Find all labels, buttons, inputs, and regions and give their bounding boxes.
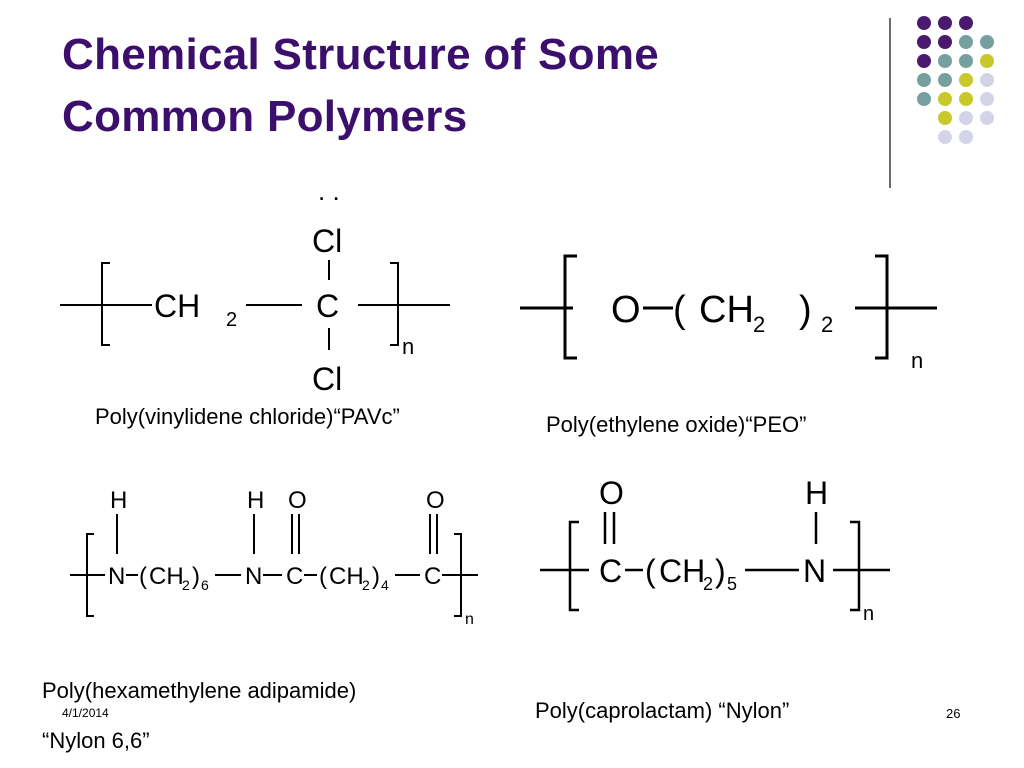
caption-nylon: Poly(caprolactam) “Nylon”	[535, 698, 790, 723]
decorative-dot	[959, 73, 973, 87]
subscript-5: 5	[727, 574, 737, 594]
decorative-dot	[959, 130, 973, 144]
nitrogen-label-2: N	[245, 563, 262, 590]
chlorine-top-label: Cl	[312, 223, 342, 259]
repeat-n-label: n	[402, 334, 414, 359]
decorative-dot	[917, 16, 931, 30]
subscript-6: 6	[201, 577, 209, 593]
carbon-label-2: C	[424, 563, 441, 590]
close-paren: )	[715, 553, 726, 589]
decorative-dot	[980, 111, 994, 125]
outer-subscript: 2	[821, 312, 833, 337]
caption-nylon-6-6-line-1: Poly(hexamethylene adipamide)	[42, 678, 357, 703]
decorative-dot	[917, 54, 931, 68]
structure-nylon: O H C ( CH 2 ) 5 N n	[540, 475, 890, 625]
decorative-dot	[938, 16, 952, 30]
bracket-left	[101, 262, 110, 346]
decorative-dot-grid	[917, 16, 994, 144]
open-paren-2: (	[319, 563, 327, 590]
decorative-dot	[938, 111, 952, 125]
bracket-left	[563, 254, 577, 360]
decorative-dot	[938, 130, 952, 144]
structure-peo: O ( CH 2 ) 2 n	[520, 254, 937, 373]
nitrogen-label: N	[803, 553, 826, 589]
nitrogen-label-1: N	[108, 563, 125, 590]
bracket-right	[390, 262, 399, 346]
decorative-dot	[959, 111, 973, 125]
decorative-dot	[980, 73, 994, 87]
bracket-left	[568, 520, 579, 612]
carbon-label: C	[316, 288, 339, 324]
ch2-label: CH	[699, 289, 754, 331]
decorative-divider	[889, 18, 891, 188]
slide-title: Chemical Structure of Some Common Polyme…	[62, 24, 842, 148]
hydrogen-label-1: H	[110, 487, 127, 514]
slide-number: 26	[946, 706, 961, 721]
ch2-subscript: 2	[226, 309, 237, 331]
repeat-n-label: n	[465, 611, 474, 628]
oxygen-label: O	[599, 475, 624, 511]
caption-peo: Poly(ethylene oxide)“PEO”	[546, 412, 807, 437]
open-paren: (	[673, 289, 686, 331]
hydrogen-label-2: H	[247, 487, 264, 514]
decorative-dot	[938, 73, 952, 87]
footer-date: 4/1/2014	[62, 706, 109, 720]
slide-title-line-2: Common Polymers	[62, 92, 468, 141]
carbon-label: C	[599, 553, 622, 589]
hydrogen-label: H	[805, 475, 828, 511]
ch2-label-2: CH	[329, 563, 364, 590]
decorative-dot	[980, 35, 994, 49]
decorative-dot	[959, 35, 973, 49]
decorative-dot	[917, 35, 931, 49]
close-paren-1: )	[192, 563, 200, 590]
lone-pair-dots: . .	[318, 178, 340, 206]
ch2-label-1: CH	[149, 563, 184, 590]
repeat-n-label: n	[863, 603, 874, 625]
decorative-dot	[959, 54, 973, 68]
caption-pvdc: Poly(vinylidene chloride)“PAVc”	[95, 404, 400, 429]
ch2-subscript-1: 2	[182, 577, 190, 593]
oxygen-label: O	[611, 289, 641, 331]
carbon-label-1: C	[286, 563, 303, 590]
decorative-dot	[980, 54, 994, 68]
subscript-4: 4	[381, 577, 389, 593]
close-paren: )	[799, 289, 812, 331]
ch2-subscript: 2	[703, 574, 713, 594]
bracket-left	[86, 533, 94, 617]
decorative-dot	[917, 92, 931, 106]
bracket-right	[454, 533, 462, 617]
caption-nylon-6-6-line-2: “Nylon 6,6”	[42, 728, 150, 753]
structure-pvdc: . . Cl CH 2 C n Cl	[60, 178, 450, 397]
ch2-subscript: 2	[753, 312, 765, 337]
repeat-n-label: n	[911, 348, 923, 373]
oxygen-label-1: O	[288, 487, 307, 514]
decorative-dot	[980, 92, 994, 106]
oxygen-label-2: O	[426, 487, 445, 514]
close-paren-2: )	[372, 563, 380, 590]
bracket-right	[850, 520, 861, 612]
open-paren: (	[645, 553, 656, 589]
decorative-dot	[959, 16, 973, 30]
ch2-label: CH	[659, 553, 705, 589]
decorative-dot	[938, 54, 952, 68]
ch2-label: CH	[154, 288, 200, 324]
slide-title-line-1: Chemical Structure of Some	[62, 30, 660, 79]
open-paren-1: (	[139, 563, 147, 590]
decorative-dot	[959, 92, 973, 106]
decorative-dot	[938, 35, 952, 49]
decorative-dot	[917, 73, 931, 87]
structure-nylon-6-6: H H O O N ( CH 2 ) 6 N C ( CH 2 ) 4 C n	[70, 487, 478, 628]
chlorine-bottom-label: Cl	[312, 361, 342, 397]
ch2-subscript-2: 2	[362, 577, 370, 593]
decorative-dot	[938, 92, 952, 106]
